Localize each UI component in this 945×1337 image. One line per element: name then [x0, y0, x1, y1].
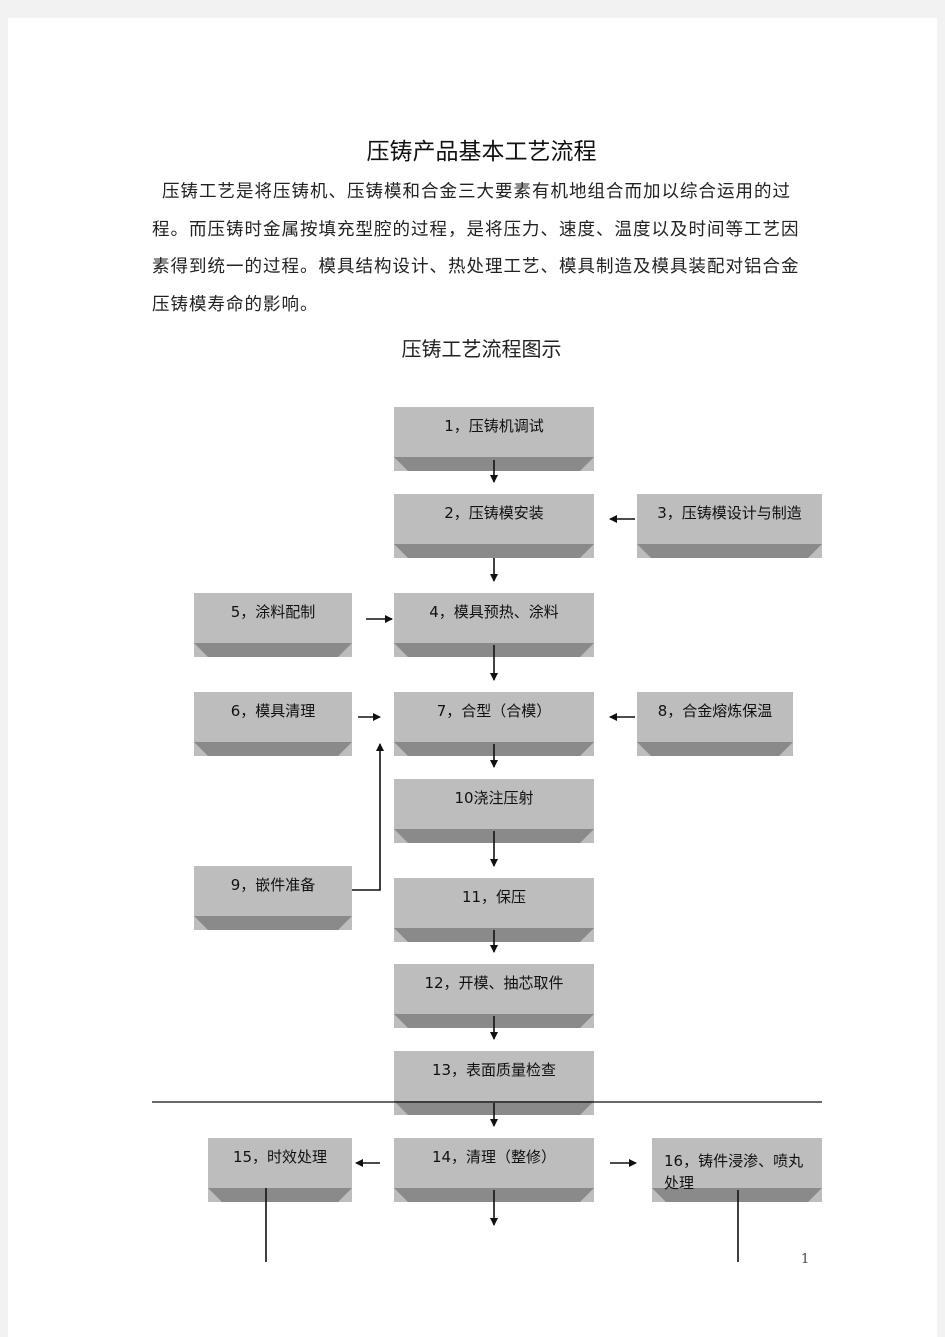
step-label-10: 10浇注压射 [454, 789, 534, 807]
step-label-16: 16，铸件浸渗、喷丸处理 [664, 1152, 804, 1192]
step-label-1: 1，压铸机调试 [444, 417, 544, 435]
step-box-16: 16，铸件浸渗、喷丸处理 [652, 1138, 822, 1202]
intro-paragraph: 压铸工艺是将压铸机、压铸模和合金三大要素有机地组合而加以综合运用的过程。而压铸时… [152, 182, 800, 315]
page-title: 压铸产品基本工艺流程 [366, 139, 597, 165]
step-label-13: 13，表面质量检查 [431, 1061, 557, 1079]
box-bevel [194, 742, 352, 756]
step-box-5: 5，涂料配制 [194, 593, 352, 657]
step-label-15: 15，时效处理 [232, 1148, 328, 1166]
step-label-2: 2，压铸模安装 [444, 504, 544, 522]
box-bevel [208, 1188, 352, 1202]
step-label-7: 7，合型（合模） [436, 702, 552, 720]
step-box-8: 8，合金熔炼保温 [637, 692, 793, 756]
box-bevel [652, 1188, 822, 1202]
box-bevel [394, 544, 594, 558]
step-label-8: 8，合金熔炼保温 [657, 702, 773, 720]
step-box-6: 6，模具清理 [194, 692, 352, 756]
step-label-5: 5，涂料配制 [230, 603, 316, 621]
step-label-14: 14，清理（整修） [431, 1148, 557, 1166]
step-box-12: 12，开模、抽芯取件 [394, 964, 594, 1028]
step-label-11: 11，保压 [461, 888, 527, 906]
arrow-9-to-7 [352, 743, 384, 891]
box-bevel [637, 742, 793, 756]
box-bevel [637, 544, 822, 558]
step-box-2: 2，压铸模安装 [394, 494, 594, 558]
diagram-title: 压铸工艺流程图示 [401, 337, 562, 361]
document-page [8, 18, 937, 1337]
step-box-3: 3，压铸模设计与制造 [637, 494, 822, 558]
step-label-9: 9，嵌件准备 [230, 876, 316, 894]
step-box-15: 15，时效处理 [208, 1138, 352, 1202]
box-bevel [194, 643, 352, 657]
step-label-4: 4，模具预热、涂料 [429, 603, 559, 621]
box-bevel [194, 916, 352, 930]
step-label-3: 3，压铸模设计与制造 [657, 504, 802, 522]
step-label-6: 6，模具清理 [230, 702, 316, 720]
step-box-9: 9，嵌件准备 [194, 866, 352, 930]
step-label-12: 12，开模、抽芯取件 [424, 974, 564, 992]
page-number: 1 [801, 1252, 810, 1267]
